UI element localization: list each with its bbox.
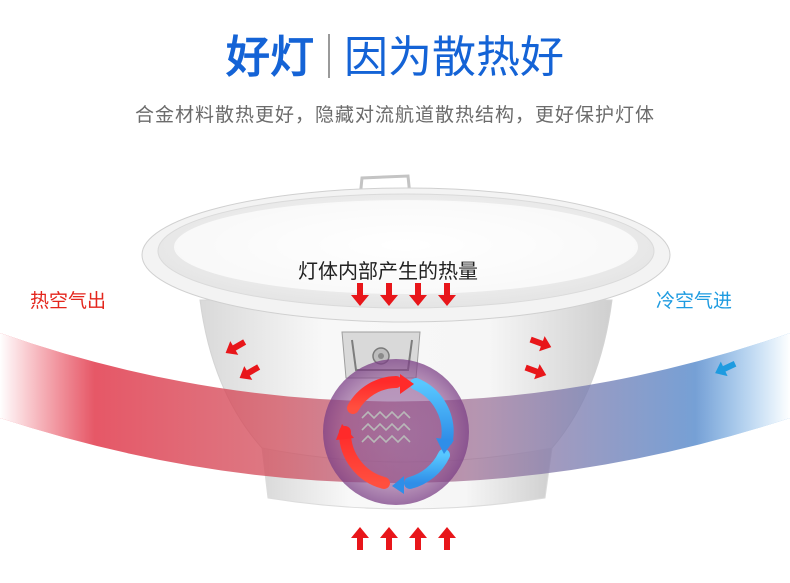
lamp-face bbox=[141, 187, 671, 323]
heat-down-arrows bbox=[351, 283, 456, 306]
page-title: 好灯因为散热好 bbox=[0, 30, 790, 86]
cold-air-in-label: 冷空气进 bbox=[656, 290, 733, 312]
title-strong: 好灯 bbox=[226, 32, 314, 83]
hot-air-out-label: 热空气出 bbox=[30, 290, 107, 312]
cold-inlet-arrow bbox=[715, 361, 737, 377]
side-heat-arrows bbox=[225, 336, 552, 380]
subtitle: 合金材料散热更好，隐藏对流航道散热结构，更好保护灯体 bbox=[134, 104, 655, 126]
title-light: 因为散热好 bbox=[344, 32, 564, 83]
convection-circle bbox=[323, 359, 469, 505]
internal-heat-label: 灯体内部产生的热量 bbox=[298, 259, 478, 283]
title-divider bbox=[328, 34, 330, 78]
cold-up-arrows bbox=[351, 527, 456, 550]
